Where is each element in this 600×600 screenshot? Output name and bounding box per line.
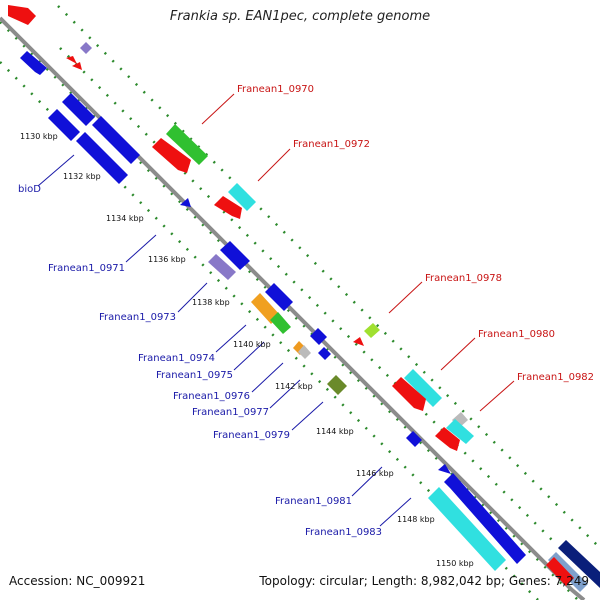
gene-arrow xyxy=(92,116,140,164)
gene-label-franean1-0981: Franean1_0981 xyxy=(275,496,352,507)
gene-arrow xyxy=(80,42,92,54)
gene-arrow xyxy=(66,56,77,64)
gene-label-franean1-0970: Franean1_0970 xyxy=(237,84,314,95)
gene-arrow xyxy=(265,283,293,311)
tick-label: 1144 kbp xyxy=(316,427,354,436)
gene-label-franean1-0974: Franean1_0974 xyxy=(138,353,215,364)
gene-arrow xyxy=(270,312,291,334)
genome-summary-label: Topology: circular; Length: 8,982,042 bp… xyxy=(259,574,589,588)
tick-label: 1134 kbp xyxy=(106,214,144,223)
genome-backbone xyxy=(0,16,586,600)
gene-label-biod: bioD xyxy=(18,184,41,195)
gene-label-franean1-0978: Franean1_0978 xyxy=(425,273,502,284)
gene-arrow xyxy=(298,345,311,359)
tick-label: 1146 kbp xyxy=(356,469,394,478)
track-lines xyxy=(0,5,600,600)
gene-label-franean1-0977: Franean1_0977 xyxy=(192,407,269,418)
gene-arrow xyxy=(318,347,331,360)
gene-arrow xyxy=(62,93,95,126)
accession-label: Accession: NC_009921 xyxy=(9,574,146,588)
gene-arrow xyxy=(76,132,128,184)
gene-label-franean1-0973: Franean1_0973 xyxy=(99,312,176,323)
gene-label-franean1-0983: Franean1_0983 xyxy=(305,527,382,538)
gene-arrow xyxy=(353,337,364,346)
gene-label-franean1-0972: Franean1_0972 xyxy=(293,139,370,150)
gene-arrow xyxy=(438,464,451,474)
tick-label: 1136 kbp xyxy=(148,255,186,264)
gene-arrow xyxy=(446,419,474,444)
gene-arrow xyxy=(404,369,442,407)
gene-arrow xyxy=(444,473,526,564)
gene-arrow xyxy=(214,196,242,219)
gene-label-franean1-0979: Franean1_0979 xyxy=(213,430,290,441)
gene-arrow xyxy=(428,487,506,571)
gene-arrow xyxy=(406,431,422,447)
gene-label-franean1-0982: Franean1_0982 xyxy=(517,372,594,383)
gene-arrow xyxy=(251,293,280,324)
gene-arrow xyxy=(152,138,191,173)
gene-arrow xyxy=(392,377,426,411)
minus-strand-genes xyxy=(20,51,600,588)
leader-lines xyxy=(37,93,515,527)
plus-gene-labels: Franean1_0970 Franean1_0972 Franean1_097… xyxy=(237,84,594,383)
tick-label: 1130 kbp xyxy=(20,132,58,141)
gene-arrow xyxy=(310,328,327,345)
gene-arrow xyxy=(20,51,47,75)
tick-label: 1150 kbp xyxy=(436,559,474,568)
gene-arrow xyxy=(220,241,250,270)
tick-label: 1142 kbp xyxy=(275,382,313,391)
page-title: Frankia sp. EAN1pec, complete genome xyxy=(169,9,431,24)
tick-label: 1148 kbp xyxy=(397,515,435,524)
gene-arrow xyxy=(558,540,600,588)
gene-arrow xyxy=(166,124,208,165)
gene-label-franean1-0976: Franean1_0976 xyxy=(173,391,250,402)
tick-label: 1132 kbp xyxy=(63,172,101,181)
gene-arrow xyxy=(72,62,82,70)
gene-arrow xyxy=(228,183,256,211)
gene-arrow xyxy=(364,323,380,338)
gene-label-franean1-0971: Franean1_0971 xyxy=(48,263,125,274)
minus-gene-labels: bioD Franean1_0971 Franean1_0973 Franean… xyxy=(18,184,382,538)
gene-arrow xyxy=(208,254,236,280)
plus-inner-track xyxy=(59,47,553,541)
plus-strand-genes xyxy=(8,5,574,586)
gene-arrow xyxy=(327,375,347,395)
gene-label-franean1-0975: Franean1_0975 xyxy=(156,370,233,381)
gene-arrow xyxy=(48,109,80,141)
tick-label: 1140 kbp xyxy=(233,340,271,349)
gene-arrow xyxy=(546,557,574,586)
gene-label-franean1-0980: Franean1_0980 xyxy=(478,329,555,340)
plus-outer-track xyxy=(57,5,600,549)
minus-inner-track xyxy=(0,21,579,600)
gene-arrow xyxy=(8,5,36,25)
tick-label: 1138 kbp xyxy=(192,298,230,307)
tick-labels: 1130 kbp 1132 kbp 1134 kbp 1136 kbp 1138… xyxy=(20,132,474,568)
gene-arrow xyxy=(180,198,191,207)
gene-arrow xyxy=(435,427,460,451)
